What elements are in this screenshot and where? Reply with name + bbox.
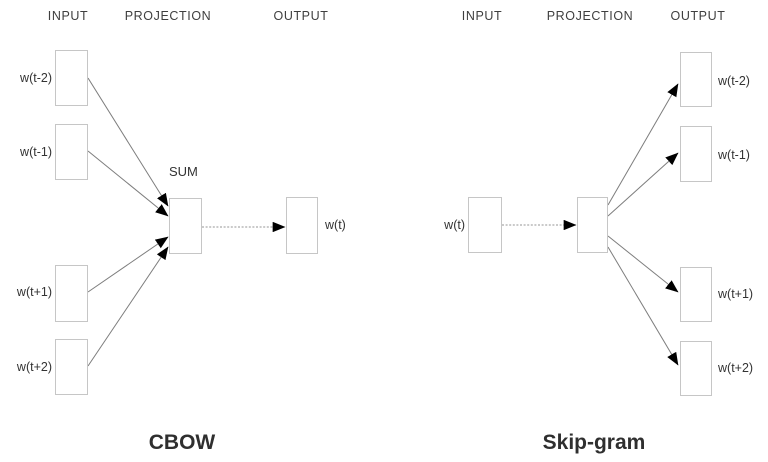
skipgram-input-box [468, 197, 502, 253]
cbow-edge-wt-2-to-projection [87, 77, 169, 207]
skipgram-caption: Skip-gram [542, 431, 646, 454]
cbow-input-box-wt-1 [55, 124, 88, 180]
cbow-header-input: INPUT [47, 9, 89, 23]
skipgram-input-label: w(t) [444, 218, 465, 232]
skipgram-header-output: OUTPUT [670, 9, 726, 23]
skipgram-output-box-wt-2 [680, 52, 712, 107]
cbow-caption: CBOW [148, 431, 216, 454]
cbow-input-box-wt+2 [55, 339, 88, 395]
cbow-input-label-wt+2: w(t+2) [16, 360, 52, 374]
skipgram-output-label-wt-2: w(t-2) [718, 74, 750, 88]
cbow-edge-wt+2-to-projection [87, 246, 169, 367]
skipgram-output-box-wt+2 [680, 341, 712, 396]
cbow-edge-wt+1-to-projection [87, 236, 169, 293]
skipgram-output-box-wt+1 [680, 267, 712, 322]
skipgram-edge-projection-to-wt-1 [607, 152, 679, 217]
skipgram-header-projection: PROJECTION [546, 9, 634, 23]
cbow-input-label-wt-2: w(t-2) [20, 71, 52, 85]
skipgram-edge-projection-to-wt+1 [607, 235, 679, 293]
skipgram-output-label-wt+1: w(t+1) [718, 287, 754, 301]
skipgram-output-label-wt+2: w(t+2) [718, 361, 754, 375]
cbow-output-box [286, 197, 318, 254]
cbow-header-output: OUTPUT [273, 9, 329, 23]
skipgram-output-label-wt-1: w(t-1) [718, 148, 750, 162]
skipgram-projection-box [577, 197, 608, 253]
skipgram-edge-projection-to-wt-2 [607, 83, 679, 206]
cbow-projection-box [169, 198, 202, 254]
cbow-output-label: w(t) [325, 218, 346, 232]
cbow-input-label-wt-1: w(t-1) [20, 145, 52, 159]
cbow-input-box-wt-2 [55, 50, 88, 106]
cbow-input-box-wt+1 [55, 265, 88, 322]
skipgram-header-input: INPUT [461, 9, 503, 23]
skipgram-output-box-wt-1 [680, 126, 712, 182]
cbow-sum-label: SUM [169, 164, 198, 179]
cbow-header-projection: PROJECTION [124, 9, 212, 23]
skipgram-edge-projection-to-wt+2 [607, 246, 679, 366]
cbow-edge-wt-1-to-projection [87, 150, 169, 217]
cbow-input-label-wt+1: w(t+1) [16, 285, 52, 299]
